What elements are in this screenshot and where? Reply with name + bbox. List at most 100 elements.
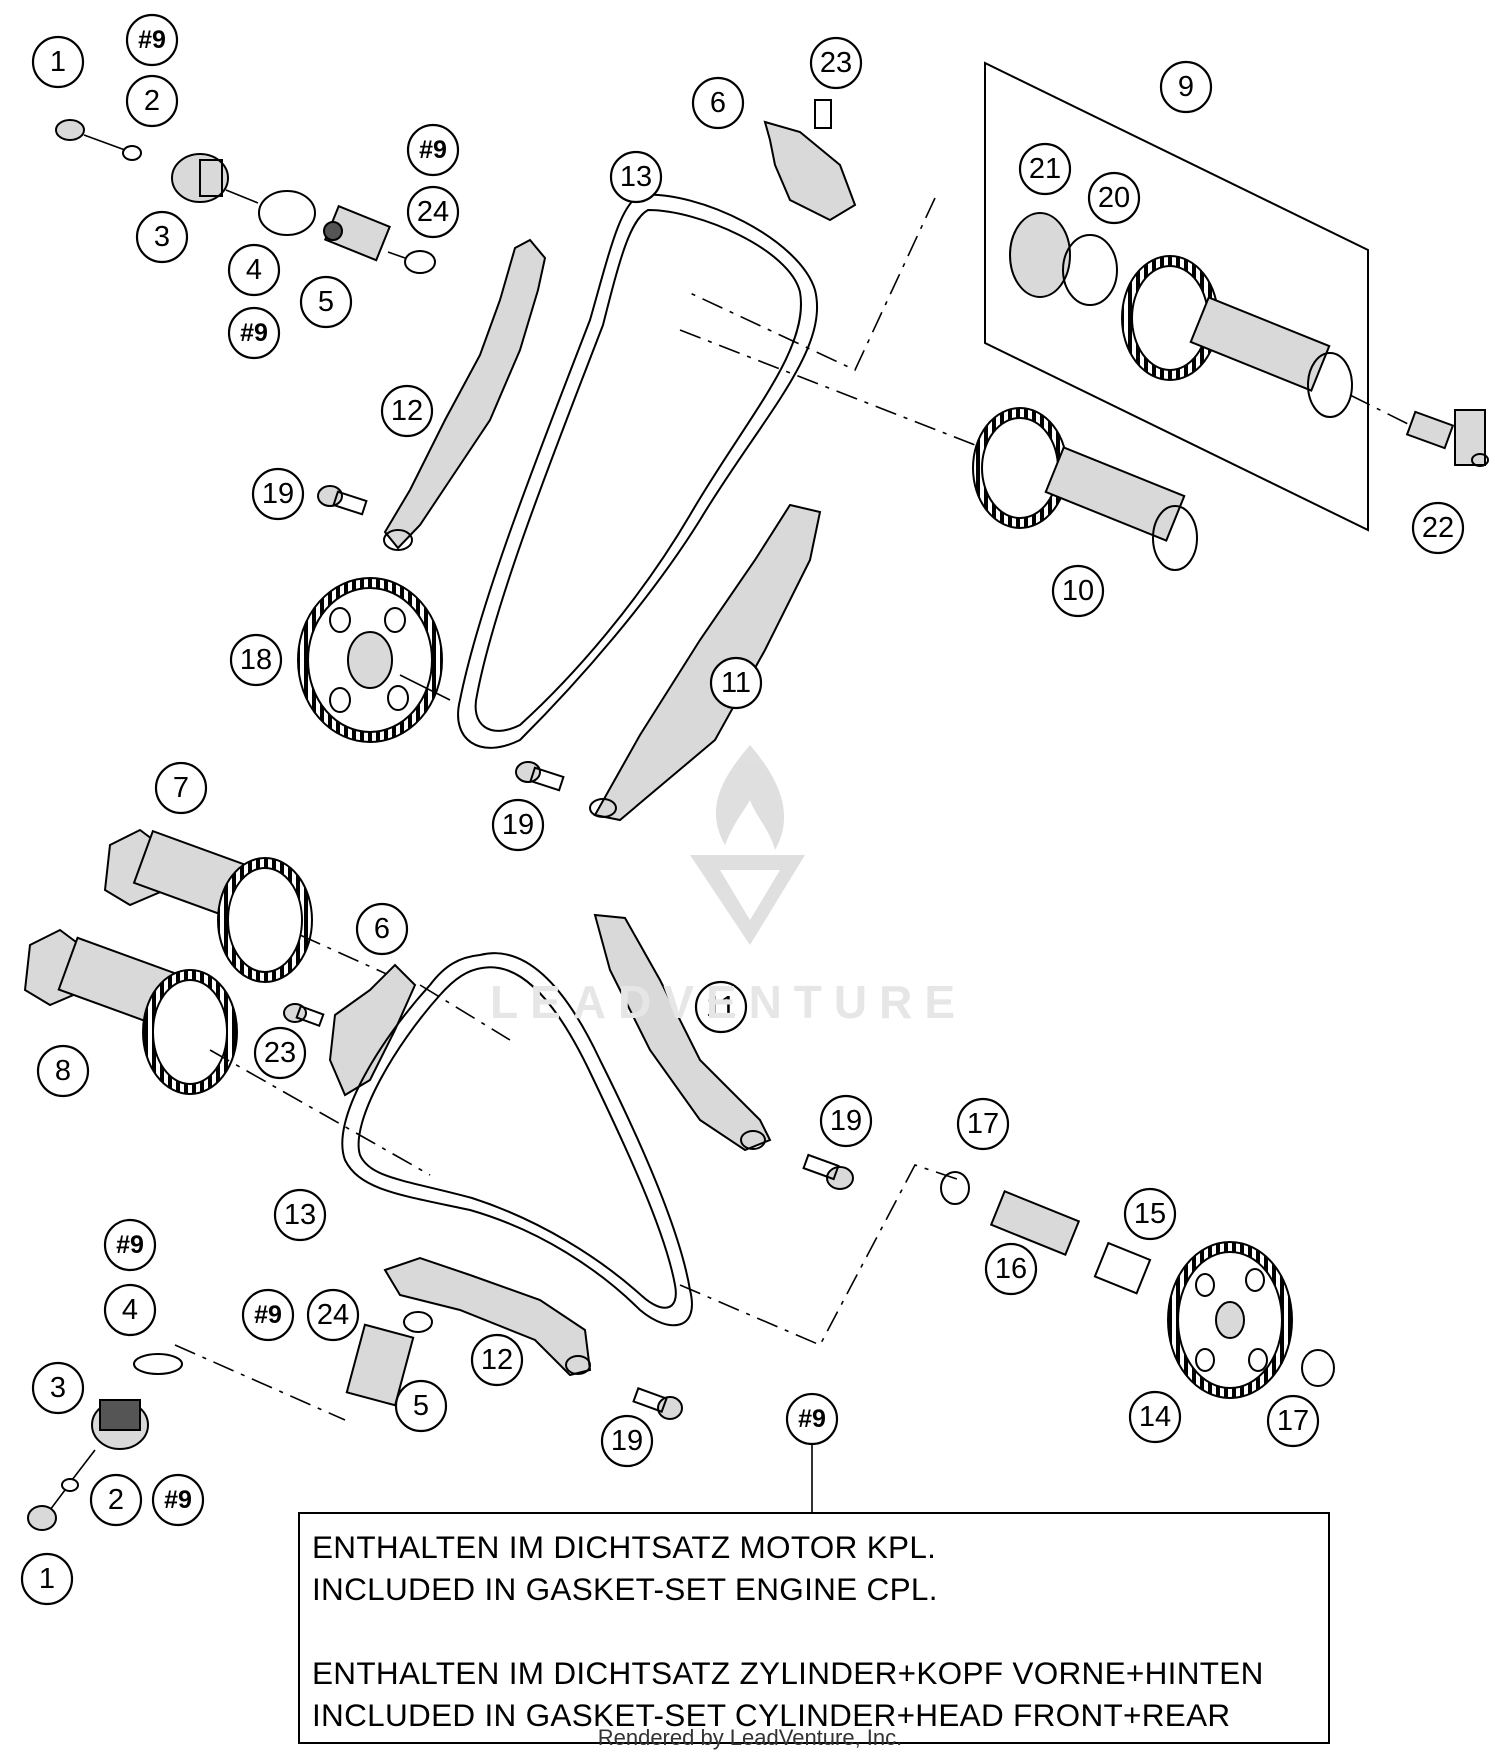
svg-text:7: 7 <box>173 772 189 804</box>
svg-text:19: 19 <box>611 1425 643 1457</box>
svg-text:19: 19 <box>830 1105 862 1137</box>
callout-1-bottom: 1 <box>20 1552 74 1606</box>
callout-2-bottom: 2 <box>89 1473 143 1527</box>
callout-1-top: 1 <box>31 35 85 89</box>
pin-19-bottom <box>632 1387 683 1420</box>
svg-text:23: 23 <box>820 47 852 79</box>
note-line-2: INCLUDED IN GASKET-SET ENGINE CPL. <box>312 1571 938 1607</box>
tensioner-assembly-bottom <box>27 1311 433 1531</box>
pin-19-mid <box>515 761 565 792</box>
callout-4-bottom: 4 <box>103 1283 157 1337</box>
chain-guide-12-top <box>383 238 547 550</box>
callout-19-bottom: 19 <box>600 1414 654 1468</box>
sensor-6-top <box>763 99 857 222</box>
svg-text:4: 4 <box>122 1294 138 1326</box>
svg-text:17: 17 <box>1277 1405 1309 1437</box>
callout-2-top: 2 <box>125 74 179 128</box>
pin-19-right <box>802 1153 854 1190</box>
svg-text:4: 4 <box>246 254 262 286</box>
svg-text:16: 16 <box>995 1253 1027 1285</box>
slide-rail-11-bottom <box>593 913 772 1152</box>
svg-text:#9: #9 <box>116 1231 144 1259</box>
callout-11-top: 11 <box>709 656 763 710</box>
svg-text:12: 12 <box>391 395 423 427</box>
callout-9-ref-c: #9 <box>406 123 460 177</box>
callout-9-ref-a: #9 <box>125 13 179 67</box>
callout-13-top: 13 <box>609 150 663 204</box>
svg-text:#9: #9 <box>254 1301 282 1329</box>
svg-text:#9: #9 <box>240 319 268 347</box>
callout-23-bottom: 23 <box>253 1026 307 1080</box>
camshaft-10 <box>679 329 1198 571</box>
svg-text:2: 2 <box>144 85 160 117</box>
svg-text:24: 24 <box>417 196 449 228</box>
svg-text:6: 6 <box>710 87 726 119</box>
slide-rail-11-top <box>593 503 822 822</box>
svg-text:19: 19 <box>262 478 294 510</box>
callout-9-ref-e: #9 <box>241 1288 295 1342</box>
footer-credit: Rendered by LeadVenture, Inc. <box>597 1725 903 1750</box>
callout-19-mid: 19 <box>491 798 545 852</box>
callout-12-top: 12 <box>380 384 434 438</box>
callout-24-top: 24 <box>406 185 460 239</box>
svg-text:#9: #9 <box>164 1486 192 1514</box>
timing-chain-13-top <box>457 193 818 749</box>
svg-text:1: 1 <box>39 1563 55 1595</box>
callout-23-top: 23 <box>809 36 863 90</box>
camshaft-7 <box>103 828 401 983</box>
chain-guide-12-bottom <box>383 1256 592 1377</box>
svg-text:11: 11 <box>706 991 736 1023</box>
gear-18 <box>297 577 451 743</box>
callout-15: 15 <box>1123 1187 1177 1241</box>
svg-text:11: 11 <box>721 667 751 699</box>
callout-7: 7 <box>154 761 208 815</box>
svg-text:14: 14 <box>1139 1401 1171 1433</box>
svg-text:23: 23 <box>264 1037 296 1069</box>
camshaft-9 <box>689 197 1411 426</box>
callout-4-top: 4 <box>227 243 281 297</box>
svg-text:13: 13 <box>620 161 652 193</box>
sensor-6-bottom <box>283 963 511 1097</box>
watermark-text: LEADVENTURE <box>490 976 968 1028</box>
svg-text:#9: #9 <box>138 26 166 54</box>
callout-14: 14 <box>1128 1390 1182 1444</box>
watermark-logo <box>690 745 805 945</box>
group-box-9 <box>984 61 1369 532</box>
callout-6-top: 6 <box>691 76 745 130</box>
svg-text:6: 6 <box>374 913 390 945</box>
camshaft-8 <box>23 928 431 1176</box>
svg-text:1: 1 <box>50 46 66 78</box>
callout-3-bottom: 3 <box>31 1361 85 1415</box>
svg-text:2: 2 <box>108 1484 124 1516</box>
svg-text:#9: #9 <box>419 136 447 164</box>
svg-text:5: 5 <box>318 286 334 318</box>
callout-10: 10 <box>1051 564 1105 618</box>
callout-19-top: 19 <box>251 467 305 521</box>
svg-text:9: 9 <box>1178 71 1194 103</box>
note-line-1: ENTHALTEN IM DICHTSATZ MOTOR KPL. <box>312 1529 937 1565</box>
svg-text:15: 15 <box>1134 1198 1166 1230</box>
svg-text:22: 22 <box>1422 512 1454 544</box>
callout-9-ref-d: #9 <box>103 1218 157 1272</box>
callout-6-bottom: 6 <box>355 902 409 956</box>
callout-5-bottom: 5 <box>394 1379 448 1433</box>
callout-17-top: 17 <box>956 1097 1010 1151</box>
callout-9-ref-b: #9 <box>227 306 281 360</box>
svg-text:5: 5 <box>413 1390 429 1422</box>
callout-13-bottom: 13 <box>273 1188 327 1242</box>
callout-9-ref-note: #9 <box>785 1392 839 1446</box>
svg-text:10: 10 <box>1062 575 1094 607</box>
svg-text:18: 18 <box>240 644 272 676</box>
callout-5-top: 5 <box>299 275 353 329</box>
tensioner-assembly-top <box>55 119 436 274</box>
svg-text:8: 8 <box>55 1055 71 1087</box>
callout-9-ref-f: #9 <box>151 1473 205 1527</box>
svg-text:#9: #9 <box>798 1405 826 1433</box>
note-line-4: INCLUDED IN GASKET-SET CYLINDER+HEAD FRO… <box>312 1697 1231 1733</box>
callout-22: 22 <box>1411 501 1465 555</box>
svg-text:20: 20 <box>1098 182 1130 214</box>
svg-text:19: 19 <box>502 809 534 841</box>
callout-21: 21 <box>1018 142 1072 196</box>
callout-9: 9 <box>1159 60 1213 114</box>
